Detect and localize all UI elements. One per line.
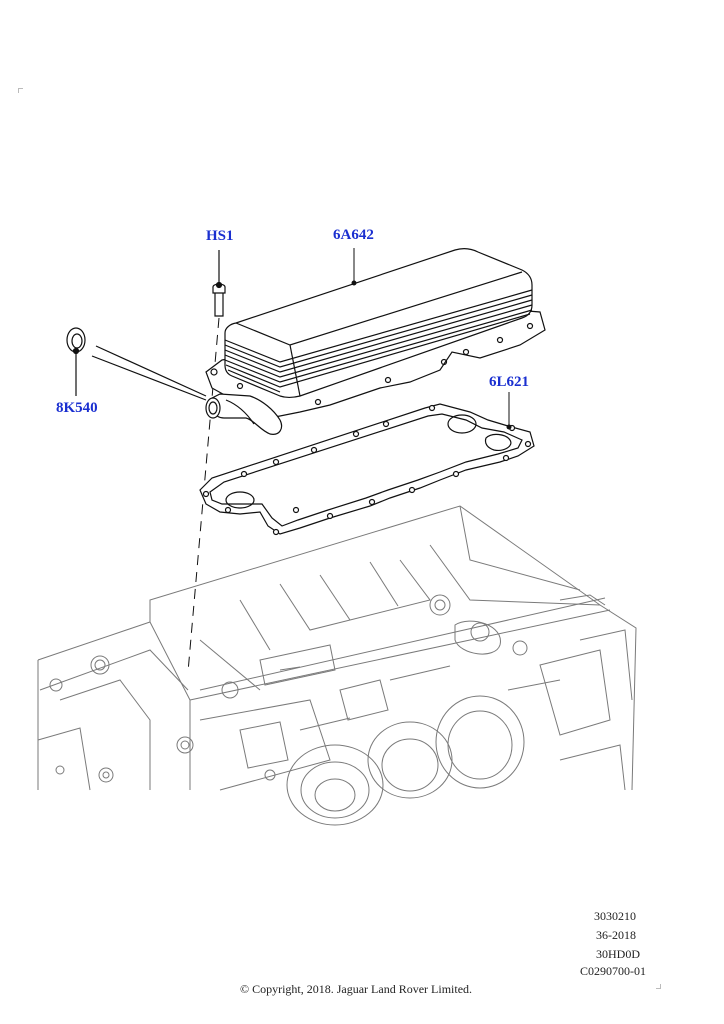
- ref-code-4: C0290700-01: [580, 964, 646, 978]
- callout-8k540[interactable]: 8K540: [56, 400, 98, 416]
- bolt-hs1: [212, 250, 226, 317]
- ref-code-2: 36-2018: [596, 928, 636, 942]
- ref-code-1: 3030210: [594, 909, 636, 923]
- crop-mark-bottom-right: [656, 984, 661, 989]
- callout-6l621[interactable]: 6L621: [489, 374, 530, 390]
- copyright-notice: © Copyright, 2018. Jaguar Land Rover Lim…: [239, 982, 473, 996]
- callout-6a642[interactable]: 6A642: [333, 227, 374, 243]
- callout-hs1[interactable]: HS1: [206, 228, 234, 244]
- ref-code-3: 30HD0D: [596, 947, 640, 961]
- seal-8k540: [66, 327, 207, 401]
- crop-mark-top-left: [18, 88, 23, 93]
- gasket-6l621: [199, 403, 535, 536]
- oil-cooler-6a642: [205, 248, 546, 435]
- engine-block: [37, 505, 637, 826]
